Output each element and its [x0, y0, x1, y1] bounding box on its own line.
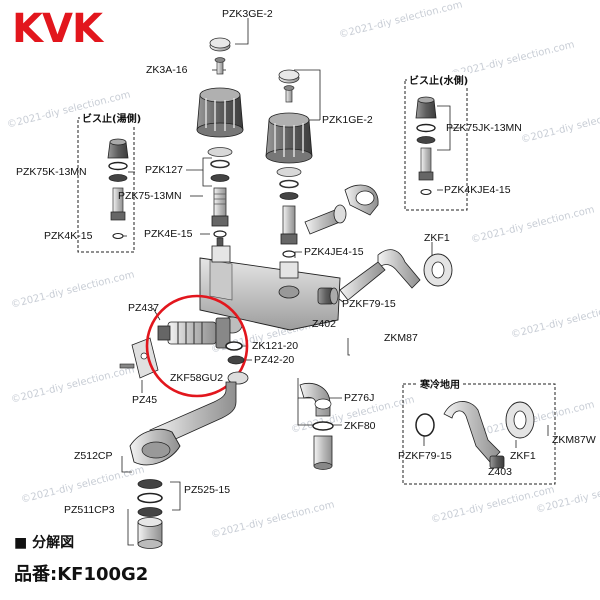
label-pzkf79-15-top: PZKF79-15 — [342, 298, 396, 310]
zk3a-screw-left — [214, 57, 226, 75]
label-zk3a-16: ZK3A-16 — [146, 64, 188, 76]
label-zk121-20: ZK121-20 — [252, 340, 299, 352]
label-pzk75k-13mn: PZK75K-13MN — [16, 166, 87, 178]
label-zkf1-top: ZKF1 — [424, 232, 450, 244]
zkm87-pipe-top — [339, 249, 421, 301]
pzk4je4-washer-right — [282, 250, 296, 258]
cold-side-box-title: ビス止(水側) — [407, 72, 471, 87]
pzk3ge-cap-right — [278, 69, 300, 84]
label-pzk127: PZK127 — [145, 164, 183, 176]
label-pz525-15: PZ525-15 — [184, 484, 231, 496]
label-z512cp: Z512CP — [74, 450, 113, 462]
label-zkf58gu2: ZKF58GU2 — [170, 372, 224, 384]
zkf1-flange-cold — [505, 401, 535, 439]
pz511cp3-aerator — [137, 507, 163, 549]
label-pzk75-13mn: PZK75-13MN — [118, 190, 182, 202]
pzk127-washers-left — [207, 147, 233, 182]
pzk75-cartridge-right — [280, 205, 298, 245]
pzkf79-connector-top — [304, 184, 379, 235]
kvk-logo: KVK — [12, 6, 103, 52]
label-pz76j: PZ76J — [344, 392, 375, 404]
zk3a-screw-right — [283, 85, 295, 103]
label-pzk1ge-2: PZK1GE-2 — [322, 114, 373, 126]
pzk4e-washer-left — [213, 230, 227, 247]
pzk75jk-cap-cold — [415, 96, 437, 196]
hot-side-box-title: ビス止(湯側) — [80, 110, 144, 125]
label-z402: Z402 — [312, 318, 336, 330]
label-zkm87: ZKM87 — [384, 332, 418, 344]
pzk127-washers-right — [276, 167, 302, 200]
label-pzk75jk-13mn: PZK75JK-13MN — [446, 122, 522, 134]
highlight-circle — [145, 294, 249, 398]
label-zkm87w: ZKM87W — [552, 434, 596, 446]
zkf1-flange-top — [423, 253, 453, 287]
pzk3ge-cap-left — [209, 37, 231, 52]
z403-nut — [489, 455, 505, 469]
label-zkf1-cold: ZKF1 — [510, 450, 536, 462]
label-z403: Z403 — [488, 466, 512, 478]
cold-region-box — [402, 383, 556, 485]
label-pz437: PZ437 — [128, 302, 159, 314]
footer-model-label: 品番:KF100G2 — [14, 564, 149, 585]
square-marker-icon: ■ — [14, 535, 28, 551]
zkf58gu2-cartridge — [157, 317, 231, 349]
z402-nut — [317, 287, 339, 305]
zkm87w-pipe — [443, 401, 501, 463]
label-zkf80: ZKF80 — [344, 420, 376, 432]
pzk75k-cap-hot — [107, 138, 129, 240]
z512cp-spout — [129, 371, 249, 466]
section-title-text: 分解図 — [32, 535, 75, 551]
pzkf79-washer-cold — [415, 413, 435, 437]
cold-region-box-title: 寒冷地用 — [418, 376, 462, 391]
label-pzk4k-15: PZK4K-15 — [44, 230, 93, 242]
label-pzk3ge-2: PZK3GE-2 — [222, 8, 273, 20]
footer-section-title: ■ 分解図 — [14, 532, 74, 552]
zk121-washer — [225, 341, 243, 351]
pz45-screw — [119, 363, 135, 369]
label-pzk4e-15: PZK4E-15 — [144, 228, 193, 240]
pz525-washers — [137, 479, 163, 504]
pzk75-cartridge-left — [211, 187, 229, 227]
label-pz42-20: PZ42-20 — [254, 354, 295, 366]
label-pz45: PZ45 — [132, 394, 158, 406]
handle-right — [265, 112, 313, 164]
label-pzk4kje4-15: PZK4KJE4-15 — [444, 184, 511, 196]
label-pz511cp3: PZ511CP3 — [64, 504, 115, 516]
label-pzkf79-15-cold: PZKF79-15 — [398, 450, 452, 462]
pz42-washer — [227, 355, 245, 365]
handle-left — [196, 87, 244, 138]
pz76j-elbow — [299, 382, 332, 417]
label-pzk4je4-15: PZK4JE4-15 — [304, 246, 364, 258]
zkf80-washer — [312, 421, 334, 470]
